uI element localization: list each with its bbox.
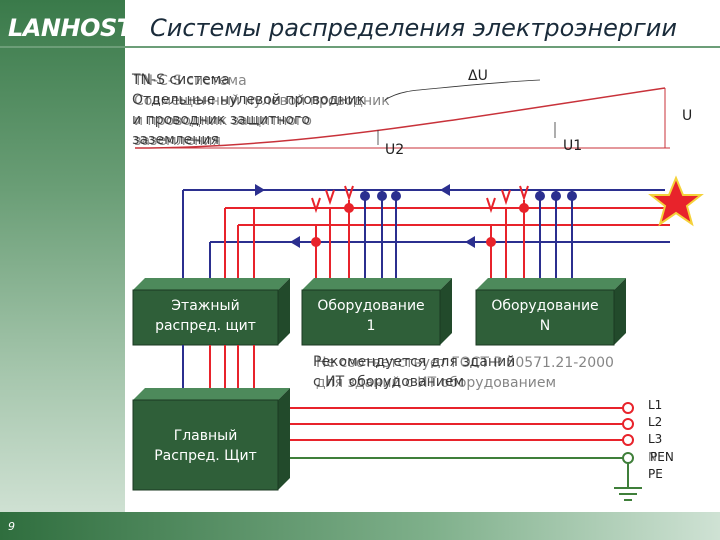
main-panel-box bbox=[132, 388, 290, 491]
note-a-line-1: Рекомендуется для зданий bbox=[313, 354, 516, 370]
system-desc-b-2: и проводник защитного bbox=[134, 113, 312, 129]
wire-label-l1: L1 bbox=[648, 398, 663, 412]
system-desc-a-2: и проводник защитного bbox=[132, 112, 310, 128]
star-icon bbox=[648, 175, 704, 227]
wire-label-pe: PE bbox=[648, 467, 663, 481]
logo: LANHOST bbox=[8, 14, 133, 42]
system-label-b: TN-C-S система bbox=[134, 73, 247, 89]
system-desc-a-3: заземления bbox=[132, 132, 219, 148]
delta-u-label: ΔU bbox=[468, 68, 488, 84]
u2-label: U2 bbox=[385, 142, 405, 158]
wire-label-n: N bbox=[648, 450, 657, 464]
equipment-1-box bbox=[301, 278, 452, 346]
phase-arrows bbox=[311, 185, 529, 214]
wire-label-pen: PEN bbox=[650, 450, 674, 464]
delta-u-bracket bbox=[384, 79, 541, 101]
floor-panel-wires bbox=[182, 190, 255, 290]
side-decoration bbox=[0, 0, 125, 540]
floor-panel-box bbox=[132, 278, 290, 346]
system-desc-b-1: Совмещенный нулевой проводник bbox=[134, 93, 390, 109]
note-b-line-2: для зданий с ИТ оборудованием bbox=[316, 375, 557, 391]
note-a-line-2: с ИТ оборудованием bbox=[313, 374, 465, 390]
connection-dots bbox=[311, 191, 577, 247]
bus-wires bbox=[183, 184, 670, 248]
wire-label-l3: L3 bbox=[648, 432, 663, 446]
ground-icon bbox=[614, 463, 642, 501]
footer-bar bbox=[0, 512, 720, 540]
system-desc-a-1: Отдельные нулевой проводник bbox=[132, 92, 366, 108]
u1-label: U1 bbox=[563, 138, 583, 154]
u-label: U bbox=[682, 108, 693, 124]
feed-terminals bbox=[622, 402, 634, 464]
equipment-1-wires bbox=[315, 190, 397, 290]
wire-label-l2: L2 bbox=[648, 415, 663, 429]
title-divider bbox=[0, 46, 720, 48]
system-desc-b-3: заземления bbox=[134, 133, 221, 149]
system-label-a: TN-S система bbox=[132, 72, 230, 88]
equipment-n-box bbox=[475, 278, 626, 346]
voltage-curve bbox=[134, 87, 666, 149]
feed-wires bbox=[290, 407, 625, 459]
note-b-line-1: Не соответствует ГОСТ Р 50571.21-2000 bbox=[316, 355, 614, 371]
page-number: 9 bbox=[8, 520, 15, 533]
page-title: Системы распределения электроэнергии bbox=[150, 14, 677, 42]
